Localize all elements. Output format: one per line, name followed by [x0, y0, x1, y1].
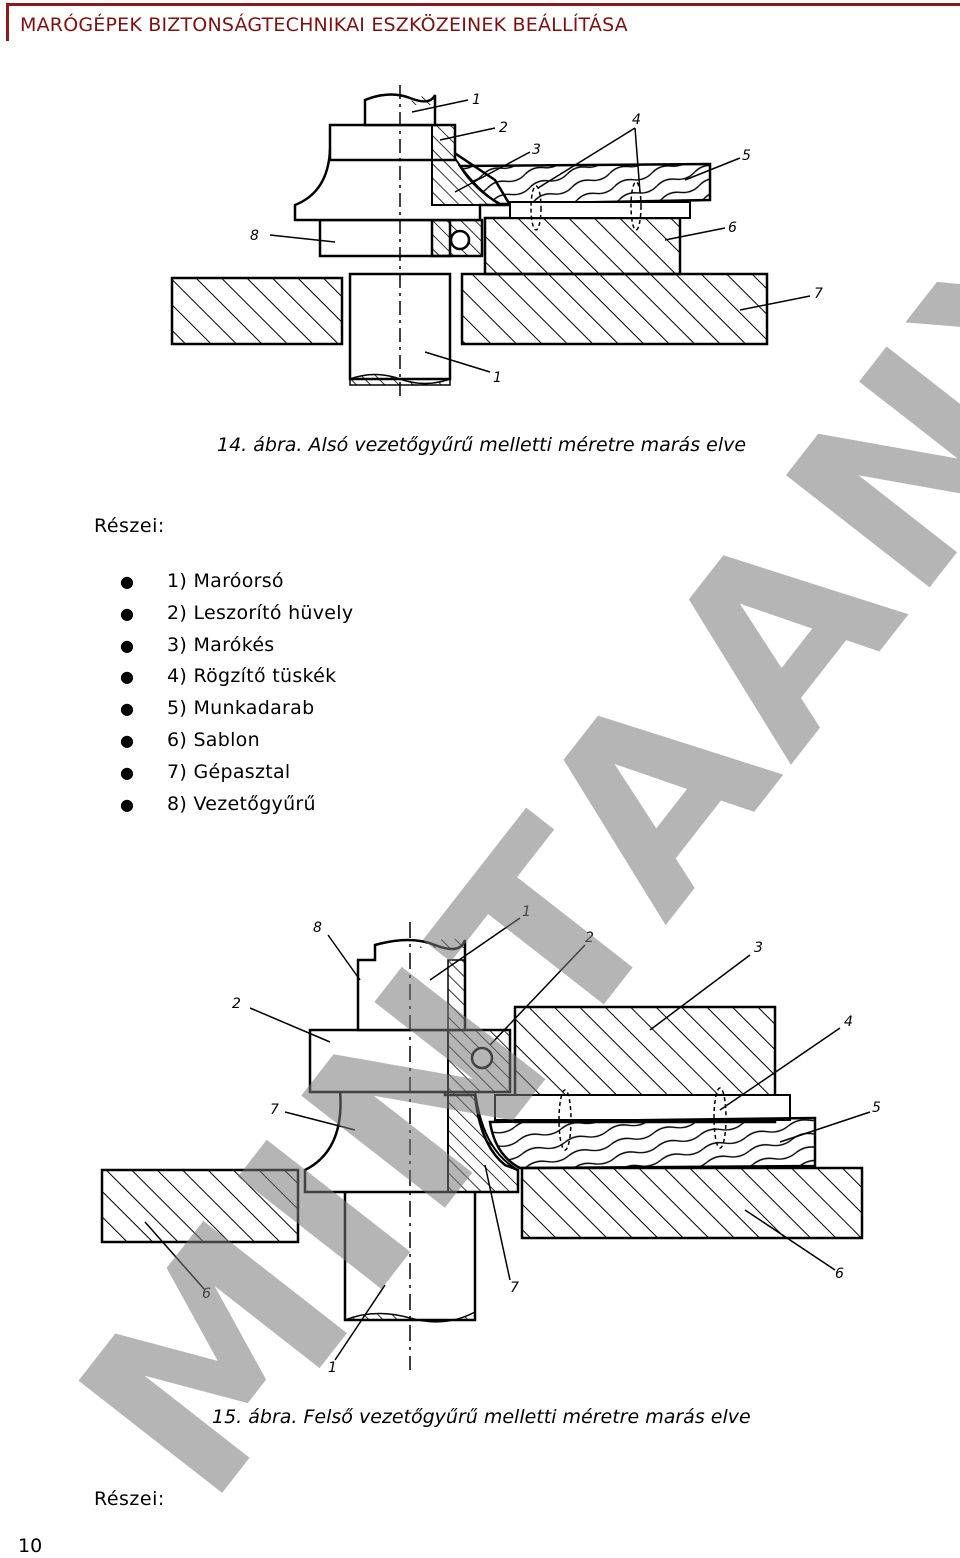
- header-rule: [6, 3, 960, 6]
- callout: 7: [510, 1280, 519, 1296]
- bullet-icon: ●: [120, 794, 135, 814]
- list-item: ●3) Marókés: [120, 630, 353, 662]
- bullet-icon: ●: [120, 572, 135, 591]
- list-item: ●8) Vezetőgyűrű: [120, 789, 353, 821]
- parts-heading: Részei:: [94, 515, 165, 537]
- bullet-icon: ●: [120, 603, 135, 623]
- callout: 2: [232, 996, 241, 1012]
- callout: 4: [844, 1014, 853, 1030]
- bullet-icon: ●: [120, 762, 135, 782]
- callout: 5: [872, 1100, 880, 1116]
- parts-list: ●1) Maróorsó ●2) Leszorító hüvely ●3) Ma…: [120, 566, 353, 820]
- parts-heading-2: Részei:: [94, 1488, 165, 1510]
- list-item: ●4) Rögzítő tüskék: [120, 661, 353, 693]
- callout: 1: [493, 370, 502, 386]
- callout: 8: [250, 228, 259, 244]
- figure-15-drawing: 8 1 2 3 2 4 7 5 6 7 6 1: [100, 904, 880, 1376]
- header-rule-left: [6, 3, 9, 41]
- callout: 4: [632, 112, 641, 128]
- callout: 7: [814, 286, 823, 302]
- callout: 6: [202, 1286, 211, 1302]
- page-number: 10: [18, 1535, 43, 1557]
- callout: 1: [472, 92, 481, 108]
- figure-15-caption: 15. ábra. Felső vezetőgyűrű melletti mér…: [212, 1406, 751, 1428]
- figure-14-drawing: 1 2 3 4 5 6 7 8 1: [170, 85, 823, 400]
- page-header-title: MARÓGÉPEK BIZTONSÁGTECHNIKAI ESZKÖZEINEK…: [20, 14, 628, 36]
- callout: 7: [270, 1102, 279, 1118]
- list-item: ●5) Munkadarab: [120, 693, 353, 725]
- list-item: ●7) Gépasztal: [120, 757, 353, 789]
- callout: 3: [532, 142, 541, 158]
- bullet-icon: ●: [120, 730, 135, 750]
- bullet-icon: ●: [120, 667, 135, 687]
- list-item: ●2) Leszorító hüvely: [120, 598, 353, 630]
- bullet-icon: ●: [120, 635, 135, 655]
- callout: 1: [328, 1360, 337, 1376]
- callout: 2: [499, 120, 508, 136]
- callout: 3: [754, 940, 763, 956]
- list-item: ●6) Sablon: [120, 725, 353, 757]
- callout: 1: [522, 904, 531, 920]
- callout: 2: [585, 930, 594, 946]
- callout: 6: [728, 220, 737, 236]
- callout: 8: [313, 920, 322, 936]
- list-item: ●1) Maróorsó: [120, 566, 353, 598]
- figure-14-caption: 14. ábra. Alsó vezetőgyűrű melletti mére…: [217, 434, 747, 456]
- callout: 5: [742, 148, 751, 164]
- bullet-icon: ●: [120, 699, 135, 719]
- callout: 6: [835, 1266, 844, 1282]
